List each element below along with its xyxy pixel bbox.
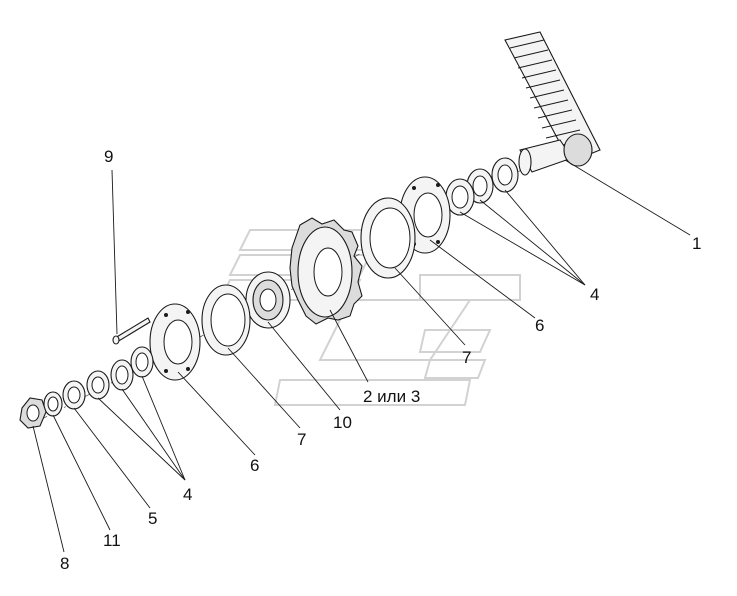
lower-gasket (201, 284, 251, 356)
worm-shaft (504, 31, 601, 176)
washer-5 (62, 380, 86, 410)
callout-4-upper: 4 (590, 285, 599, 304)
callout-6-upper: 6 (535, 316, 544, 335)
callout-7-upper: 7 (462, 348, 471, 367)
lower-washer-b (110, 359, 134, 391)
callout-2-or-3: 2 или 3 (363, 387, 420, 406)
callout-8: 8 (60, 554, 69, 573)
callout-10: 10 (333, 413, 352, 432)
callout-6-lower: 6 (250, 456, 259, 475)
callout-1: 1 (692, 234, 701, 253)
callout-4-lower: 4 (183, 485, 192, 504)
upper-gasket (360, 197, 416, 279)
bearing (245, 271, 291, 329)
sprocket (289, 217, 363, 325)
lower-washer-a (130, 346, 154, 378)
callout-labels: 1 4 6 7 2 или 3 10 7 6 9 4 5 11 8 (60, 147, 701, 573)
upper-washer-a (491, 157, 519, 193)
bolt (112, 317, 151, 345)
leader-lines (32, 159, 691, 553)
callout-9: 9 (104, 147, 113, 166)
callout-7-lower: 7 (297, 430, 306, 449)
lower-flange-plate (149, 303, 201, 381)
lock-washer (43, 391, 63, 417)
callout-5: 5 (148, 509, 157, 528)
nut (19, 397, 47, 429)
callout-11: 11 (103, 531, 121, 550)
lower-washer-c (86, 370, 110, 400)
